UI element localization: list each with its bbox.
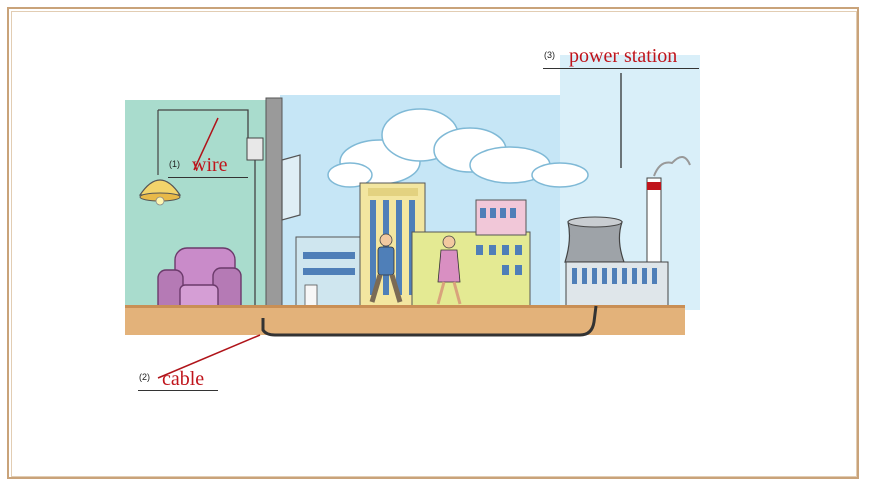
wire-path xyxy=(158,109,249,138)
window xyxy=(281,154,301,221)
power-station-label-number: (3) xyxy=(544,50,555,60)
power-station-label-underline xyxy=(543,68,699,69)
wall-pillar xyxy=(265,97,283,321)
man-walking-icon xyxy=(369,233,403,303)
electric-meter-icon xyxy=(246,137,264,161)
building-middle xyxy=(411,199,531,308)
building-left xyxy=(295,236,362,308)
woman-walking-icon xyxy=(436,235,462,305)
power-station-icon xyxy=(564,156,691,308)
lamp-icon xyxy=(138,179,182,206)
ground-edge xyxy=(125,305,685,308)
underground-cable xyxy=(261,305,598,337)
wire-label-underline xyxy=(168,177,248,178)
clouds xyxy=(327,108,589,188)
ground xyxy=(125,307,685,335)
cable-label-number: (2) xyxy=(139,372,150,382)
wire-label-number: (1) xyxy=(169,159,180,169)
cable-leader-line xyxy=(157,334,261,379)
wire-label: wire xyxy=(192,154,228,176)
wire-leader-line xyxy=(193,117,219,171)
cable-label-underline xyxy=(138,390,218,391)
power-station-label: power station xyxy=(569,45,678,67)
cable-label: cable xyxy=(162,368,205,390)
